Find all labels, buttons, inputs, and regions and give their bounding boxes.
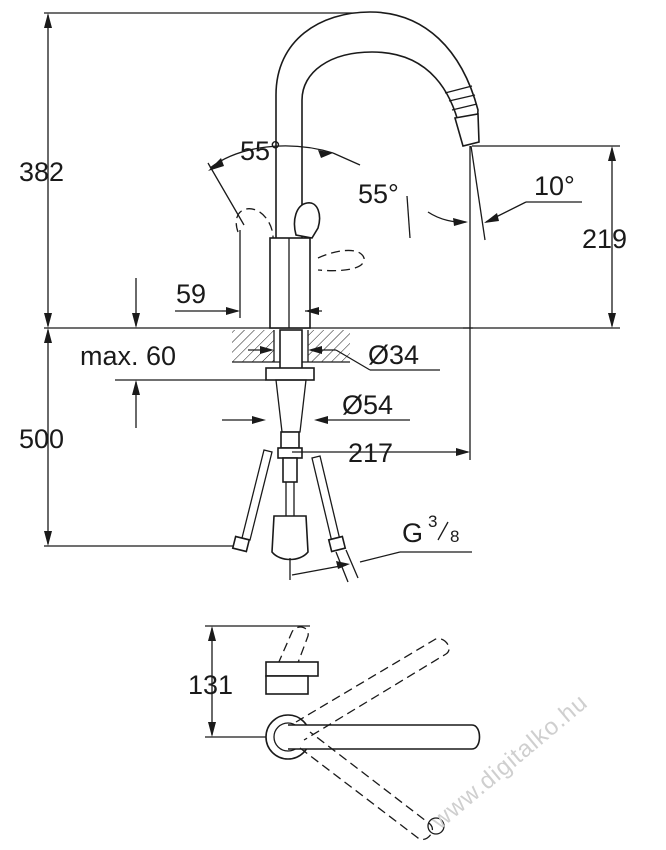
spout-reach-label: 217 bbox=[348, 438, 393, 468]
counter-section bbox=[232, 329, 350, 381]
faucet-top-view: 131 bbox=[188, 625, 481, 841]
base-diameter-label: Ø54 bbox=[342, 390, 393, 420]
dimension-217: 217 bbox=[292, 438, 470, 468]
dimension-max60: max. 60 bbox=[80, 278, 266, 428]
angle-spout-swing: 55° bbox=[358, 179, 468, 239]
hole-diameter-label: Ø34 bbox=[368, 340, 419, 370]
spout-band bbox=[444, 85, 478, 111]
tilt-angle-label: 10° bbox=[534, 171, 575, 201]
reference-lines bbox=[44, 12, 620, 547]
dimension-500: 500 bbox=[19, 328, 64, 546]
dim-382-label: 382 bbox=[19, 157, 64, 187]
dim-500-label: 500 bbox=[19, 424, 64, 454]
dim-131-label: 131 bbox=[188, 670, 233, 700]
counter-thickness-label: max. 60 bbox=[80, 341, 176, 371]
dimension-d54: Ø54 bbox=[222, 390, 410, 424]
angle-spout-tilt: 10° bbox=[470, 145, 582, 241]
dimension-219: 219 bbox=[582, 146, 627, 328]
thread-annotation: G 3 8 bbox=[291, 512, 472, 576]
dim-59-label: 59 bbox=[176, 279, 206, 309]
dimension-382: 382 bbox=[19, 13, 64, 328]
angle-handle-swing: 55° bbox=[207, 136, 361, 226]
dimension-d34: Ø34 bbox=[248, 340, 440, 371]
underside-assembly bbox=[231, 379, 359, 583]
thread-denominator: 8 bbox=[450, 527, 459, 546]
dimension-59: 59 bbox=[175, 230, 322, 318]
thread-numerator: 3 bbox=[428, 512, 437, 531]
watermark-text: www.digitalko.hu bbox=[426, 689, 593, 836]
dim-219-label: 219 bbox=[582, 224, 627, 254]
faucet-side-view bbox=[235, 11, 480, 329]
spout-angle-label: 55° bbox=[358, 179, 399, 209]
thread-letter: G bbox=[402, 518, 423, 548]
handle-angle-label: 55° bbox=[240, 136, 281, 166]
